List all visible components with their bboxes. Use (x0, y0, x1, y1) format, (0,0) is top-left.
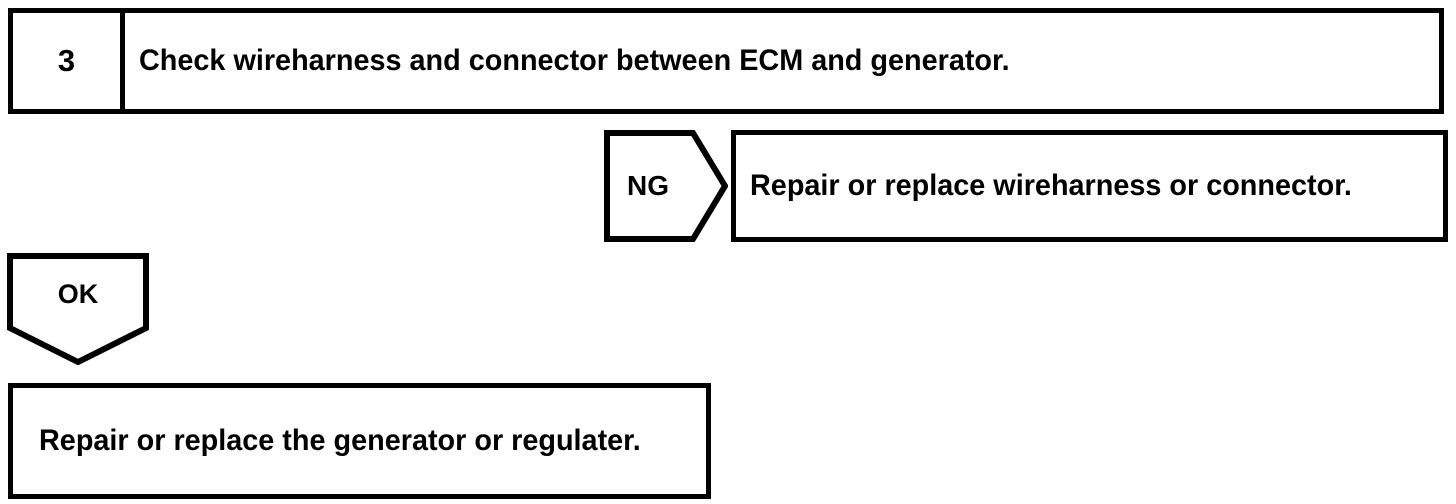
ng-result-text: Repair or replace wireharness or connect… (750, 169, 1352, 202)
ok-arrow-icon (7, 253, 149, 365)
ok-result-text: Repair or replace the generator or regul… (39, 424, 641, 457)
step-row: 3 Check wireharness and connector betwee… (8, 8, 1444, 114)
step-number-cell: 3 (13, 13, 125, 109)
step-number: 3 (57, 43, 76, 78)
ng-result-box: Repair or replace wireharness or connect… (731, 130, 1448, 242)
step-instruction-text: Check wireharness and connector between … (139, 44, 1010, 78)
ng-branch-arrow: NG (604, 130, 728, 242)
ok-result-box: Repair or replace the generator or regul… (8, 383, 711, 499)
ng-arrow-icon (604, 130, 728, 242)
ok-branch-arrow: OK (6, 253, 150, 365)
step-instruction-cell: Check wireharness and connector between … (125, 13, 1439, 109)
